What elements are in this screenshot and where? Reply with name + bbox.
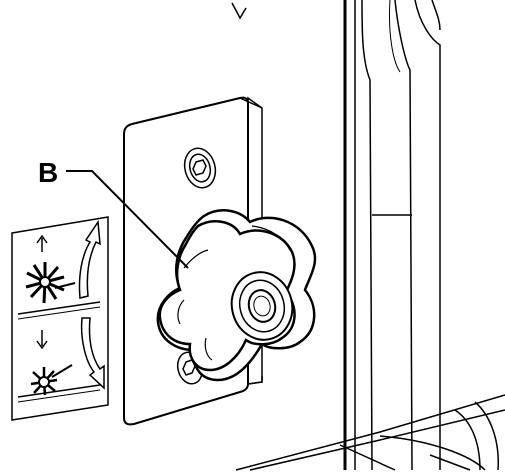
callout-label-b: B: [38, 157, 58, 188]
top-edge-line: [231, 2, 247, 20]
rotate-up-arrow-icon: [78, 219, 101, 299]
frame-upright: [343, 0, 441, 471]
up-arrow-icon: [36, 234, 48, 252]
base-structure: [235, 394, 505, 471]
callout-b-leader: [66, 170, 189, 269]
top-screw-icon: [183, 147, 217, 189]
decrease-sunburst-icon: [30, 364, 73, 396]
instruction-sticker: [11, 216, 109, 421]
star-knob[interactable]: [156, 209, 317, 382]
increase-sunburst-icon: [25, 262, 76, 304]
down-arrow-icon: [36, 330, 48, 350]
rotate-down-arrow-icon: [80, 317, 105, 390]
